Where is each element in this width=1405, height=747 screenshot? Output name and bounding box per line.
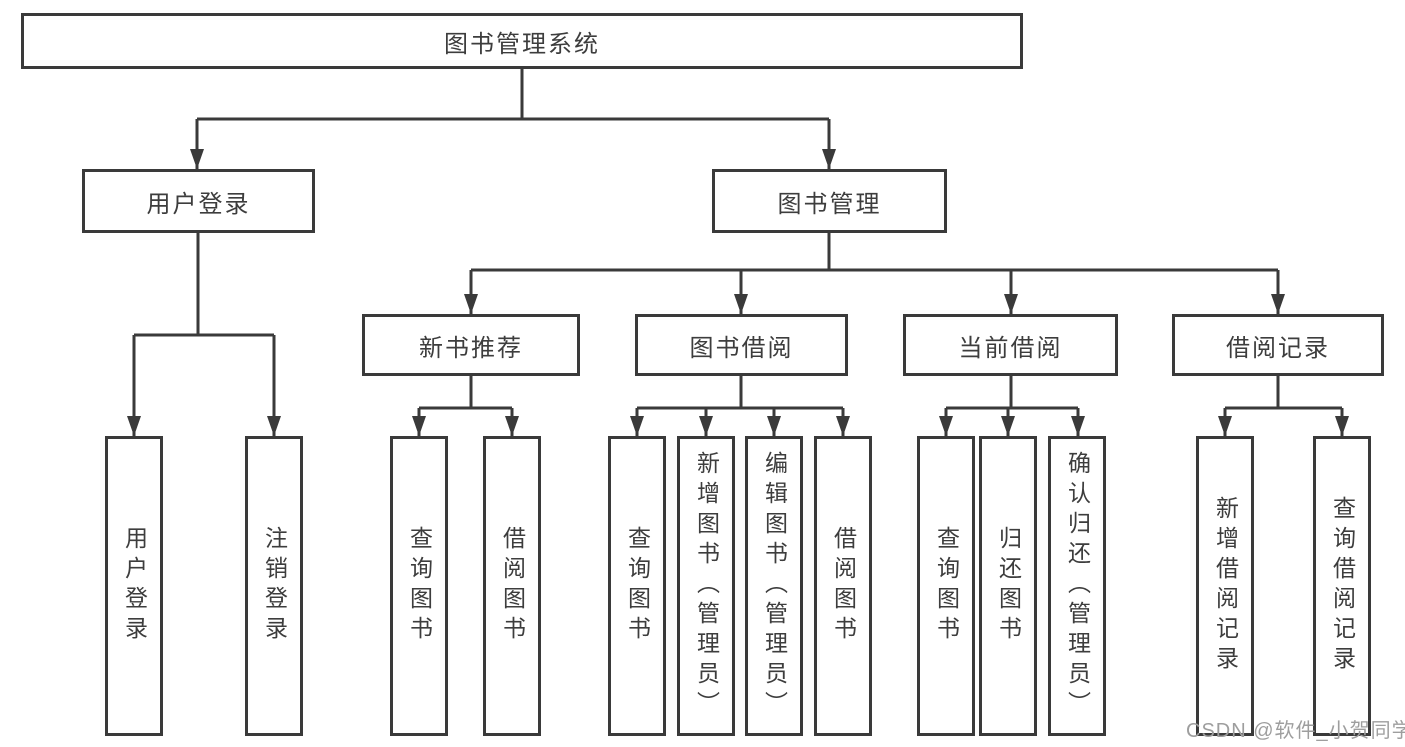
leaf-query-books-recommend: 查询图书 — [390, 436, 448, 736]
leaf-borrow-books-recommend: 借阅图书 — [483, 436, 541, 736]
node-root: 图书管理系统 — [21, 13, 1023, 69]
leaf-logout: 注销登录 — [245, 436, 303, 736]
leaf-add-borrow-record: 新增借阅记录 — [1196, 436, 1254, 736]
leaf-borrow-books-borrow: 借阅图书 — [814, 436, 872, 736]
node-new-book-recommend: 新书推荐 — [362, 314, 580, 376]
leaf-add-book-admin: 新增图书（管理员） — [677, 436, 735, 736]
leaf-user-login: 用户登录 — [105, 436, 163, 736]
leaf-return-book: 归还图书 — [979, 436, 1037, 736]
leaf-query-books-current: 查询图书 — [917, 436, 975, 736]
node-current-borrow: 当前借阅 — [903, 314, 1118, 376]
leaf-edit-book-admin: 编辑图书（管理员） — [745, 436, 803, 736]
leaf-confirm-return-admin: 确认归还（管理员） — [1048, 436, 1106, 736]
node-book-borrow: 图书借阅 — [635, 314, 848, 376]
node-book-management: 图书管理 — [712, 169, 947, 233]
leaf-query-borrow-record: 查询借阅记录 — [1313, 436, 1371, 736]
leaf-query-books-borrow: 查询图书 — [608, 436, 666, 736]
node-borrow-records: 借阅记录 — [1172, 314, 1384, 376]
node-user-login: 用户登录 — [82, 169, 315, 233]
watermark-text: CSDN @软件_小贺同学 — [1186, 720, 1405, 742]
